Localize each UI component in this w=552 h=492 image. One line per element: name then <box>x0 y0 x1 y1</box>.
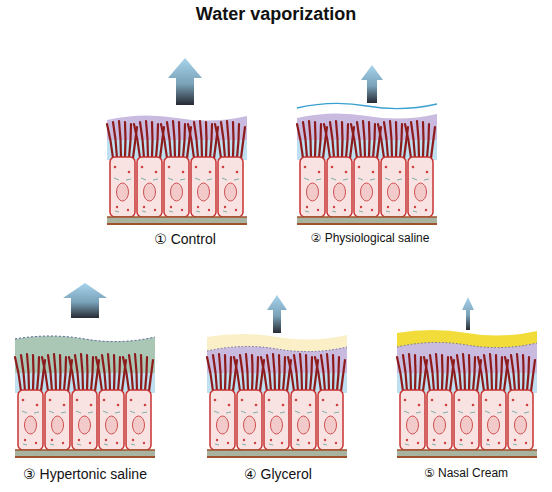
tissue-panel <box>297 103 437 224</box>
diagram-title: Water vaporization <box>196 4 356 25</box>
panel-caption: ② Physiological saline <box>311 232 430 246</box>
vapor-arrow <box>63 283 107 318</box>
vapor-arrow <box>361 65 383 103</box>
vapor-arrow <box>267 295 287 333</box>
vapor-arrow <box>462 297 474 330</box>
panel-caption: ③ Hypertonic saline <box>23 466 147 482</box>
tissue-panel <box>207 334 347 457</box>
panel-caption: ⑤ Nasal Cream <box>424 467 508 481</box>
tissue-panel <box>107 115 247 224</box>
tissue-panel <box>397 330 537 457</box>
vapor-arrow <box>168 58 202 105</box>
panel-caption: ④ Glycerol <box>244 466 312 482</box>
panel-caption: ① Control <box>154 231 216 247</box>
tissue-panel <box>15 336 155 457</box>
